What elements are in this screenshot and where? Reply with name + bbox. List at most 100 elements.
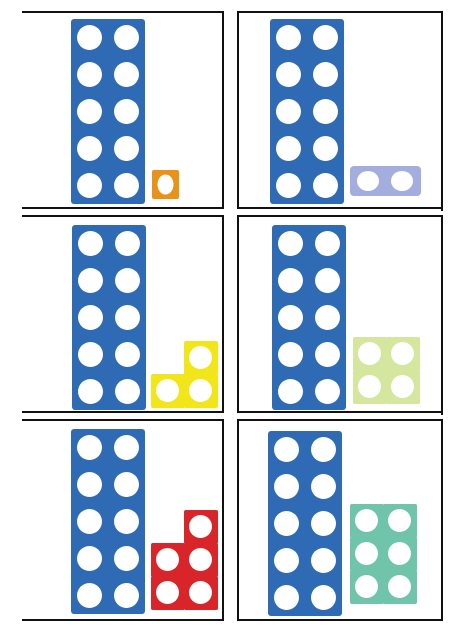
piece-hole — [189, 548, 212, 571]
card-art — [239, 217, 441, 411]
piece-hole — [358, 375, 381, 398]
ten-rod-hole — [114, 173, 139, 198]
ten-rod-hole — [77, 25, 102, 50]
ten-rod-hole — [114, 435, 139, 460]
piece-hole — [357, 171, 379, 191]
ten-rod-hole — [276, 99, 301, 124]
ten-rod-hole — [315, 305, 340, 330]
card-ten-plus-one — [24, 13, 222, 207]
ten-rod-hole — [114, 25, 139, 50]
card-border — [237, 411, 441, 413]
ten-rod-hole — [78, 231, 103, 256]
card-ten-plus-two — [239, 13, 441, 207]
piece-hole — [391, 342, 414, 365]
ten-rod-hole — [278, 231, 303, 256]
card-border — [237, 207, 441, 209]
card-ten-plus-five — [24, 421, 222, 619]
card-ten-plus-six — [239, 421, 441, 619]
ten-rod-hole — [115, 305, 140, 330]
piece-hole — [156, 548, 179, 571]
card-art — [24, 421, 222, 619]
ten-rod-hole — [311, 548, 336, 573]
ten-rod-hole — [278, 268, 303, 293]
ten-rod-hole — [78, 305, 103, 330]
piece-hole — [391, 171, 413, 191]
card-border — [222, 419, 224, 621]
ten-rod-hole — [276, 62, 301, 87]
ten-rod-hole — [278, 305, 303, 330]
ten-rod-hole — [313, 99, 338, 124]
card-border — [441, 419, 443, 621]
ten-rod-hole — [114, 472, 139, 497]
ten-rod-hole — [313, 62, 338, 87]
card-border — [22, 207, 224, 209]
ten-rod-hole — [115, 379, 140, 404]
piece-hole — [355, 542, 378, 565]
piece-hole — [355, 509, 378, 532]
card-border — [237, 619, 441, 621]
card-art — [239, 13, 441, 207]
piece-hole — [388, 575, 411, 598]
ten-rod-hole — [77, 472, 102, 497]
ten-rod-hole — [315, 342, 340, 367]
ten-rod-hole — [274, 585, 299, 610]
ten-rod-hole — [77, 546, 102, 571]
ten-rod-hole — [114, 583, 139, 608]
ten-rod-hole — [77, 62, 102, 87]
card-art — [24, 13, 222, 207]
card-border — [222, 11, 224, 209]
ten-rod-hole — [313, 173, 338, 198]
ten-rod-hole — [311, 474, 336, 499]
ten-rod-hole — [274, 474, 299, 499]
card-ten-plus-three — [24, 217, 222, 411]
ten-rod-hole — [311, 585, 336, 610]
card-ten-plus-four — [239, 217, 441, 411]
ten-rod-hole — [77, 173, 102, 198]
piece-hole — [388, 509, 411, 532]
piece-hole — [156, 379, 179, 402]
ten-rod-hole — [77, 435, 102, 460]
ten-rod-hole — [315, 231, 340, 256]
ten-rod-hole — [278, 379, 303, 404]
ten-rod-hole — [115, 342, 140, 367]
ten-rod-hole — [315, 379, 340, 404]
ten-rod-hole — [276, 25, 301, 50]
ten-rod-hole — [114, 546, 139, 571]
ten-rod-hole — [276, 173, 301, 198]
ten-rod-hole — [274, 548, 299, 573]
card-border — [441, 11, 443, 211]
card-border — [22, 619, 224, 621]
piece-hole — [189, 346, 212, 369]
piece-hole — [156, 581, 179, 604]
card-art — [24, 217, 222, 411]
ten-rod-hole — [114, 136, 139, 161]
ten-rod-hole — [78, 342, 103, 367]
ten-rod-hole — [114, 99, 139, 124]
ten-rod-hole — [278, 342, 303, 367]
ten-rod-hole — [115, 231, 140, 256]
piece-hole — [358, 342, 381, 365]
ten-rod-hole — [274, 437, 299, 462]
ten-rod-hole — [78, 268, 103, 293]
ten-rod-hole — [77, 136, 102, 161]
piece-hole — [158, 175, 174, 195]
ten-rod-hole — [311, 437, 336, 462]
piece-hole — [189, 581, 212, 604]
ten-rod-hole — [274, 511, 299, 536]
ten-rod-hole — [77, 99, 102, 124]
ten-rod-hole — [77, 583, 102, 608]
piece-hole — [391, 375, 414, 398]
ten-rod-hole — [115, 268, 140, 293]
ten-rod-hole — [77, 509, 102, 534]
piece-hole — [189, 515, 212, 538]
card-art — [239, 421, 441, 619]
piece-hole — [355, 575, 378, 598]
card-border — [222, 215, 224, 413]
ten-rod-hole — [114, 509, 139, 534]
card-border — [441, 215, 443, 415]
ten-rod-hole — [276, 136, 301, 161]
ten-rod-hole — [78, 379, 103, 404]
ten-rod-hole — [313, 136, 338, 161]
ten-rod-hole — [315, 268, 340, 293]
ten-rod-hole — [114, 62, 139, 87]
